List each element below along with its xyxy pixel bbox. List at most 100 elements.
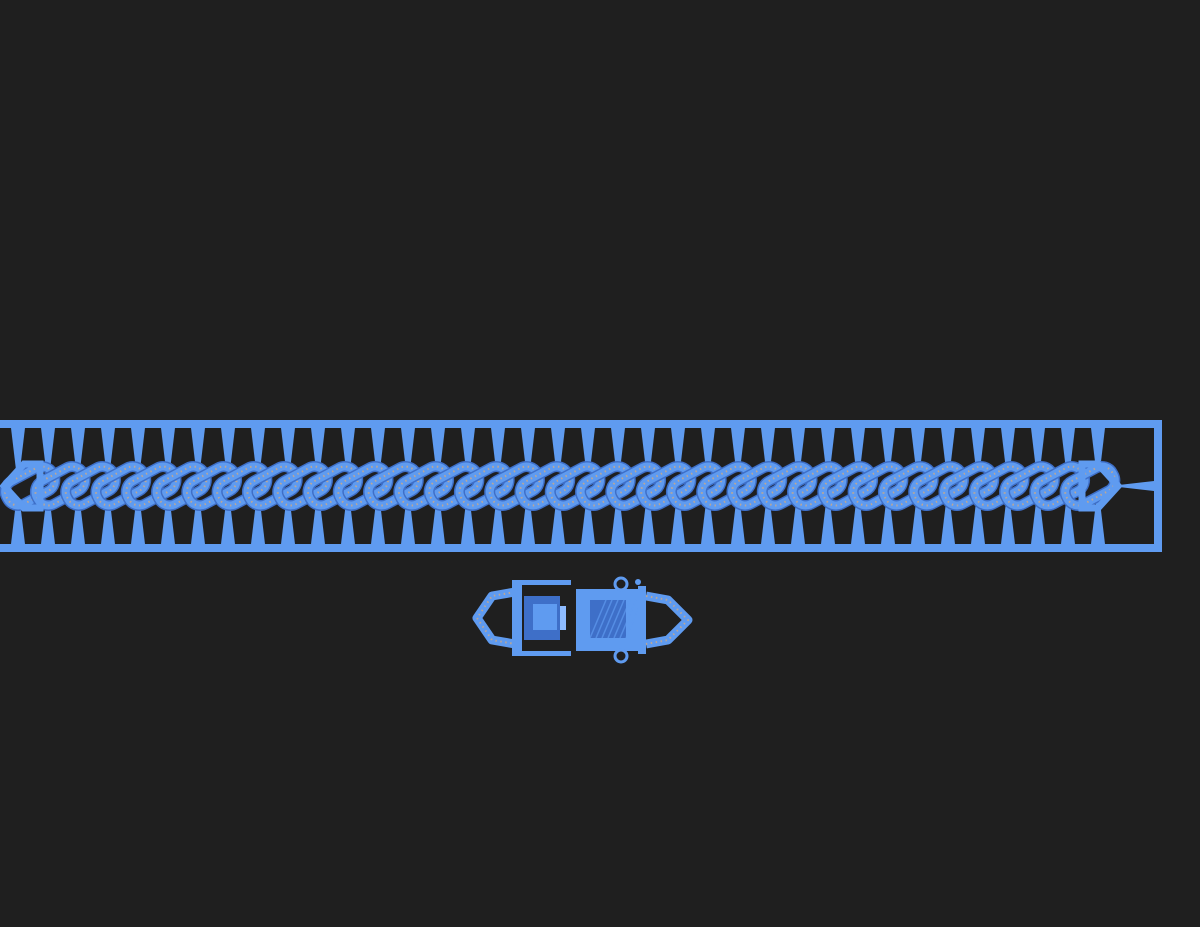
sprue-top (131, 428, 145, 470)
sprue-bottom (971, 502, 985, 544)
sprue-top (851, 428, 865, 470)
sprue-bottom (371, 502, 385, 544)
sprue-bottom (311, 502, 325, 544)
housing-hatch (589, 599, 607, 639)
sprue-top (461, 428, 475, 470)
sprue-top (11, 428, 25, 470)
frame-bottom-rail (0, 544, 1162, 552)
sprue-bottom (431, 502, 445, 544)
sprue-top (971, 428, 985, 470)
sprue-top (671, 428, 685, 470)
sprue-top (551, 428, 565, 470)
link-stones (1064, 465, 1116, 507)
sprue-top (581, 428, 595, 470)
sprue-top (1031, 428, 1045, 470)
frame-right-rail (1154, 420, 1162, 552)
sprue-top (251, 428, 265, 470)
sprue-bottom (191, 502, 205, 544)
chain-end-right (1078, 460, 1123, 512)
sprue-top (701, 428, 715, 470)
chain-end-left (0, 460, 44, 512)
sprue-top (431, 428, 445, 470)
sprue-top (731, 428, 745, 470)
casting-tree (0, 420, 1162, 552)
sprue-top (491, 428, 505, 470)
sprue-bottom (701, 502, 715, 544)
sprue-top (791, 428, 805, 470)
sprue-top (41, 428, 55, 470)
housing-window (590, 600, 626, 638)
sprue-bottom (41, 502, 55, 544)
sprue-top (881, 428, 895, 470)
end-connector (1110, 481, 1154, 491)
sprue-top (911, 428, 925, 470)
sprue-bottom (731, 502, 745, 544)
sprue-bottom (221, 502, 235, 544)
sprue-bottom (1001, 502, 1015, 544)
sprue-bottom (911, 502, 925, 544)
sprue-bottom (11, 502, 25, 544)
sprue-bottom (941, 502, 955, 544)
sprue-bottom (551, 502, 565, 544)
sprue-nub (635, 579, 641, 585)
sprue-top (311, 428, 325, 470)
sprue-bottom (131, 502, 145, 544)
sprue-bottom (881, 502, 895, 544)
sprue-bottom (1091, 502, 1105, 544)
sprue-top (611, 428, 625, 470)
sprue-top (821, 428, 835, 470)
sprue-bottom (1061, 502, 1075, 544)
sprue-nub (513, 650, 519, 656)
sprue-bottom (581, 502, 595, 544)
housing-hatch (601, 599, 619, 639)
housing-loop-top (613, 576, 629, 592)
tongue-latch (533, 604, 557, 630)
sprue-top (1061, 428, 1075, 470)
frame-top-rail (0, 420, 1162, 428)
housing-hatch (595, 599, 613, 639)
sprue-top (1001, 428, 1015, 470)
sprue-top (1091, 428, 1105, 470)
tongue-top-bar (513, 580, 571, 585)
tongue-post (512, 580, 522, 656)
sprue-bottom (791, 502, 805, 544)
sprue-top (941, 428, 955, 470)
sprue-bottom (341, 502, 355, 544)
sprue-top (191, 428, 205, 470)
sprue-top (521, 428, 535, 470)
clasp-left-stones (475, 591, 516, 645)
sprue-bottom (851, 502, 865, 544)
box-clasp (472, 576, 693, 664)
sprue-bottom (521, 502, 535, 544)
sprue-top (71, 428, 85, 470)
sprue-top (641, 428, 655, 470)
sprue-bottom (251, 502, 265, 544)
chain-links (0, 460, 1123, 512)
sprue-top (341, 428, 355, 470)
housing-hatch (613, 599, 631, 639)
sprue-bottom (71, 502, 85, 544)
sprue-bottom (611, 502, 625, 544)
housing-side (638, 586, 646, 654)
sprue-top (401, 428, 415, 470)
tongue-bottom-bar (513, 651, 571, 656)
sprue-bottom (491, 502, 505, 544)
sprue-top (281, 428, 295, 470)
housing-hatch (607, 599, 625, 639)
sprue-bottom (401, 502, 415, 544)
sprue-bottom (641, 502, 655, 544)
housing-hatch (619, 599, 637, 639)
sprue-bottom (821, 502, 835, 544)
tongue-tip (560, 606, 566, 630)
sprue-bottom (671, 502, 685, 544)
sprue-bottom (461, 502, 475, 544)
housing-loop-bottom (613, 648, 629, 664)
sprue-bottom (1031, 502, 1045, 544)
sprue-bottom (761, 502, 775, 544)
sprue-top (371, 428, 385, 470)
sprue-bottom (161, 502, 175, 544)
sprue-top (761, 428, 775, 470)
sprue-nub (513, 585, 519, 591)
clasp-right-stones (645, 595, 690, 645)
